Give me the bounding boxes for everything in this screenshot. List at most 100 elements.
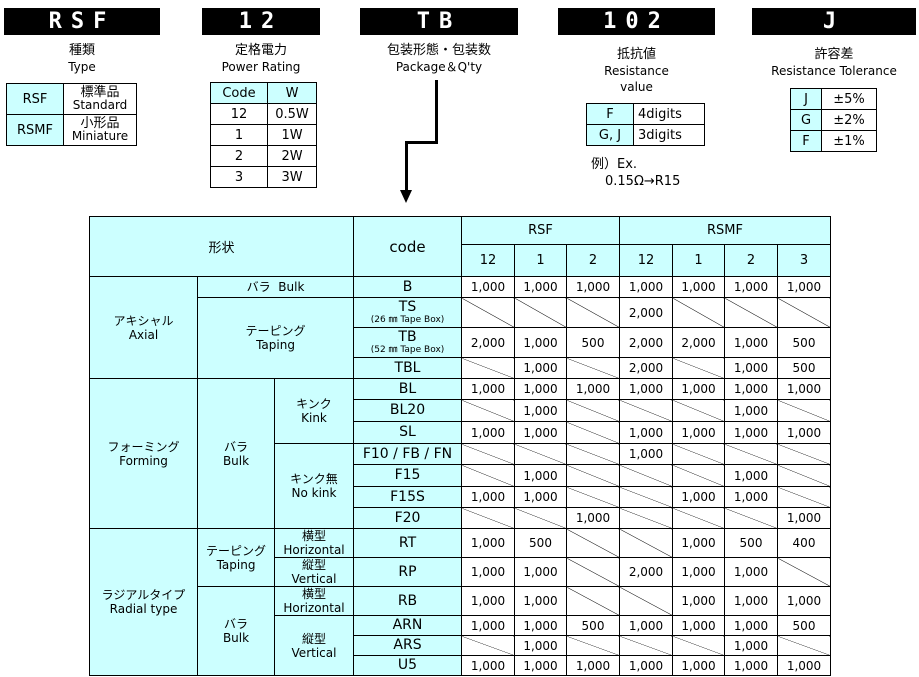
type-caption-en: Type [68,60,96,74]
quantity-cell: 1,000 [461,421,515,444]
tolerance-code: J [790,88,822,110]
axial-bulk-en: Bulk [278,280,305,294]
code-cell: F20 [353,507,462,529]
code-text: BL20 [389,402,426,418]
resistance-caption-en2: value [620,80,653,94]
quantity-cell: 1,000 [514,327,567,358]
forming-bulk-jp: バラ [223,439,248,454]
code-text: RP [398,563,417,580]
power-header-code: Code [210,82,268,104]
quantity-cell: 1,000 [724,421,778,444]
package-caption: 包装形態・包装数 Package＆Q'ty [350,43,528,75]
not-available-cell [724,443,778,465]
quantity-cell: 500 [724,528,778,558]
code-cell: RB [353,586,462,616]
resistance-row: G, J 3digits [586,124,705,146]
not-available-cell [461,464,515,487]
not-available-cell [672,297,725,328]
package-caption-jp: 包装形態・包装数 [386,43,491,58]
code-cell: U5 [353,655,462,676]
quantity-cell: 1,000 [724,486,778,508]
quantity-cell: 1,000 [672,557,725,587]
not-available-cell [777,464,831,487]
package-caption-en: Package＆Q'ty [395,60,483,74]
vertical-en: Vertical [291,572,337,586]
not-available-cell [619,464,673,487]
type-table: RSF 標準品 Standard RSMF 小形品 Miniature [6,83,137,146]
rsf-header: RSF [461,216,620,245]
quantity-cell: 1,000 [514,399,567,422]
quantity-cell: 1,000 [461,486,515,508]
code-text: TB [398,329,417,345]
quantity-cell: 1,000 [461,615,515,636]
not-available-cell [514,443,567,465]
resistance-row: F 4digits [586,103,705,125]
quantity-cell: 1,000 [672,378,725,400]
quantity-cell: 1,000 [461,655,515,676]
tolerance-code-bar: J [752,8,916,35]
header-row-1: 形状 code RSF RSMF [89,216,831,277]
code-text: RT [398,534,417,551]
horizontal-en: Horizontal [283,543,345,557]
code-cell: F10 / FB / FN [353,443,462,465]
power-header-row: Code W [210,82,317,104]
axial-bulk-label: バラ Bulk [197,276,354,298]
quantity-cell: 1,000 [724,635,778,656]
not-available-cell [461,399,515,422]
quantity-cell: 400 [777,528,831,558]
code-cell: TBL [353,357,462,379]
not-available-cell [619,635,673,656]
quantity-cell: 1,000 [619,421,673,444]
axial-jp: アキシャル [113,313,174,328]
quantity-cell: 1,000 [514,635,567,656]
quantity-cell: 1,000 [724,276,778,298]
resistance-digits: 3digits [633,124,705,146]
code-cell: SL [353,421,462,444]
power-header-w: W [267,82,317,104]
type-desc-cell: 小形品 Miniature [63,114,137,146]
tolerance-caption-jp: 許容差 [814,47,854,62]
arrow-vertical-bottom [405,141,408,191]
power-code: 3 [210,166,268,188]
code-cell: BL20 [353,399,462,422]
quantity-cell: 1,000 [461,557,515,587]
axial-taping-jp: テーピング [245,324,306,338]
quantity-cell: 1,000 [724,464,778,487]
quantity-cell: 1,000 [619,655,673,676]
not-available-cell [461,507,515,529]
not-available-cell [566,297,620,328]
axial-bulk-jp: バラ [246,280,271,294]
quantity-cell: 500 [514,528,567,558]
code-text: F10 / FB / FN [362,445,453,462]
tolerance-row: G±2% [790,109,877,131]
power-code: 2 [210,145,268,167]
quantity-column-header: 1 [672,244,725,277]
radial-en: Radial type [109,602,178,616]
not-available-cell [566,443,620,465]
type-desc-cell: 標準品 Standard [63,83,137,115]
quantity-cell: 1,000 [619,615,673,636]
not-available-cell [461,635,515,656]
power-code: 1 [210,124,268,146]
quantity-cell: 1,000 [566,276,620,298]
quantity-cell: 1,000 [724,615,778,636]
tolerance-value: ±2% [821,109,877,131]
not-available-cell [566,357,620,379]
radial-horizontal-jp: 横型 [301,587,326,602]
resistance-caption-en1: Resistance [604,64,669,78]
code-text: F20 [394,509,421,526]
not-available-cell [619,507,673,529]
